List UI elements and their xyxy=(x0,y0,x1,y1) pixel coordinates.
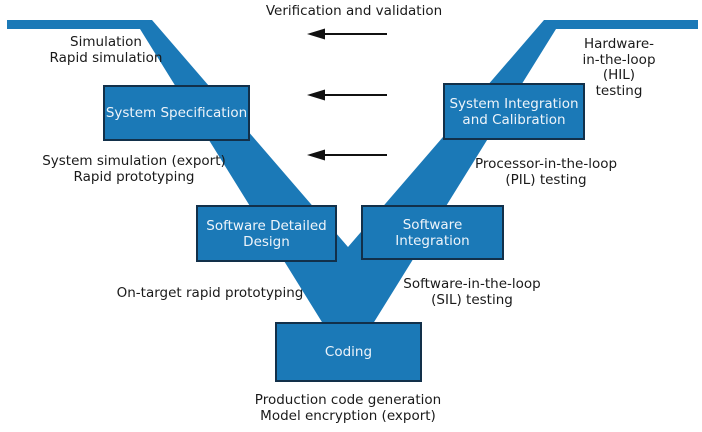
label-software-in-the-loop: Software-in-the-loop (SIL) testing xyxy=(403,276,541,308)
diagram-title: Verification and validation xyxy=(265,3,443,19)
box-software-detailed-design: Software Detailed Design xyxy=(196,205,337,262)
box-system-specification-label: System Specification xyxy=(105,105,248,121)
label-processor-in-the-loop: Processor-in-the-loop (PIL) testing xyxy=(474,156,618,188)
verification-arrow-icon xyxy=(307,89,387,101)
label-on-target-prototyping: On-target rapid prototyping xyxy=(116,285,304,301)
box-coding-label: Coding xyxy=(324,344,373,360)
label-simulation: Simulation Rapid simulation xyxy=(49,34,163,66)
box-software-integration: Software Integration xyxy=(361,205,504,260)
box-software-detailed-design-label: Software Detailed Design xyxy=(206,217,327,250)
label-production-code: Production code generation Model encrypt… xyxy=(254,392,442,424)
v-process-band xyxy=(7,20,698,364)
label-system-simulation: System simulation (export) Rapid prototy… xyxy=(42,153,226,185)
label-hardware-in-the-loop: Hardware-in-the-loop (HIL) testing xyxy=(582,36,656,99)
box-coding: Coding xyxy=(275,322,422,382)
box-system-specification: System Specification xyxy=(103,85,250,141)
verification-arrow-icon xyxy=(307,28,387,40)
box-software-integration-label: Software Integration xyxy=(395,216,470,249)
verification-arrow-icon xyxy=(307,149,387,161)
box-system-integration-calibration: System Integration and Calibration xyxy=(443,83,585,140)
box-system-integration-calibration-label: System Integration and Calibration xyxy=(449,95,579,128)
